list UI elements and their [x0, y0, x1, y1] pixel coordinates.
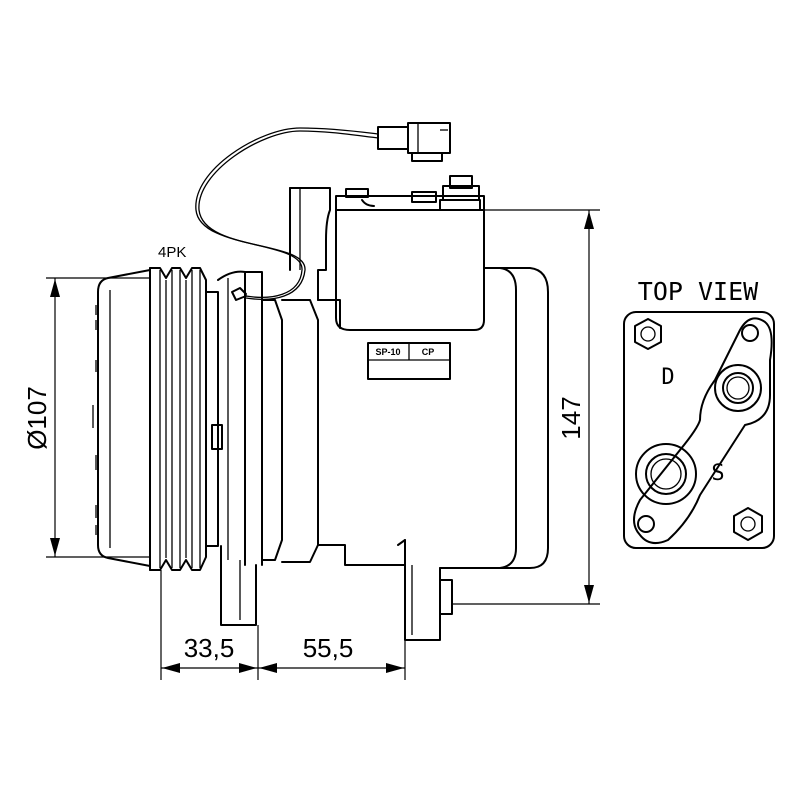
suction-port — [635, 443, 697, 505]
bolt-bottom-right — [733, 507, 763, 541]
discharge-port-label: D — [661, 365, 674, 390]
height-value: 147 — [556, 396, 586, 439]
lower-mount-feet — [220, 545, 453, 641]
compressor-body — [317, 209, 549, 569]
discharge-port — [714, 364, 762, 412]
bolt-top-left — [634, 318, 662, 350]
nameplate-type: CP — [422, 347, 435, 357]
upper-mount-bracket — [289, 187, 331, 301]
bolt-bottom-left — [637, 515, 655, 533]
nameplate: SP-10 CP — [367, 342, 451, 380]
nameplate-model: SP-10 — [375, 347, 400, 357]
dimension-height: 147 — [452, 209, 600, 605]
pulley-type-label: 4PK — [158, 244, 186, 261]
compressor-side-view: SP-10 CP 4PK — [92, 122, 549, 641]
dimension-pulley-diameter: Ø107 — [22, 277, 150, 558]
pulley — [149, 267, 207, 571]
clutch-front-plate — [92, 269, 151, 567]
top-view: TOP VIEW D — [623, 277, 775, 549]
dimension-pulley-offset: 33,5 — [160, 570, 259, 680]
dimension-mount-spacing: 55,5 — [258, 633, 406, 680]
mount-spacing-value: 55,5 — [303, 633, 354, 663]
top-view-title: TOP VIEW — [638, 277, 759, 306]
pulley-diameter-value: Ø107 — [22, 386, 52, 450]
clutch-wire-connector — [195, 122, 451, 301]
suction-port-label: S — [711, 461, 724, 486]
cylinder-head — [335, 175, 485, 331]
pulley-offset-value: 33,5 — [184, 633, 235, 663]
bolt-top-right — [741, 324, 759, 342]
front-housing — [205, 270, 319, 566]
